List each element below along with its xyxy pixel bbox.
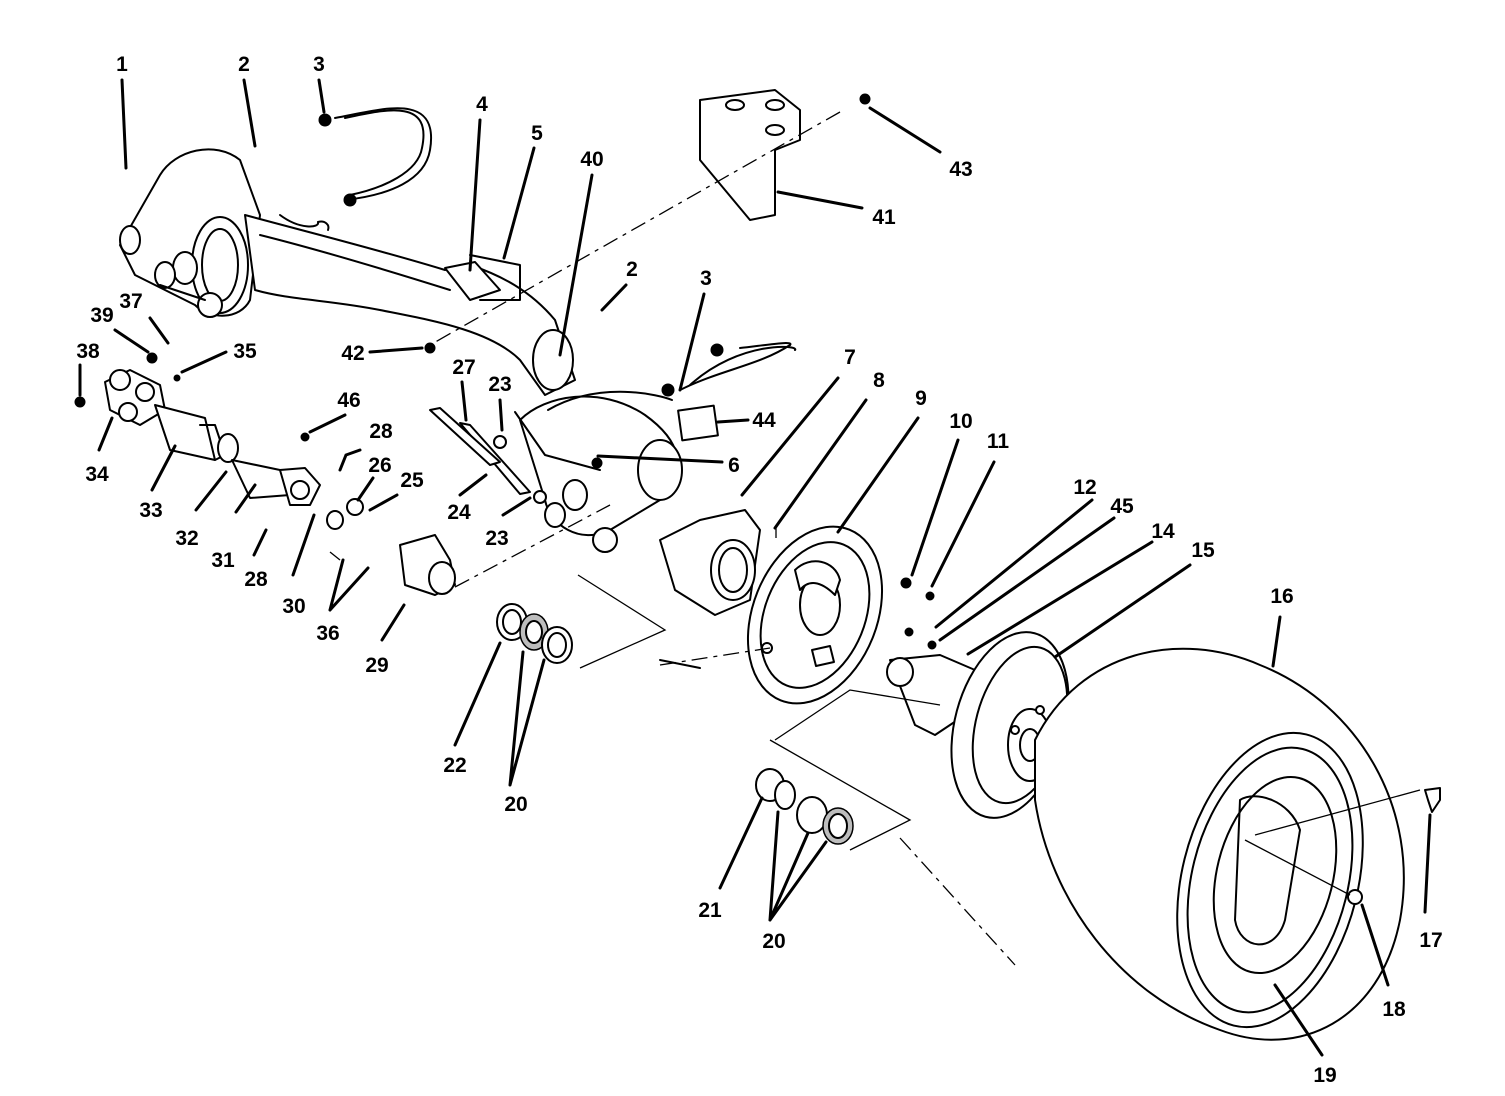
callout-38: 38: [76, 340, 100, 363]
callout-31: 31: [211, 549, 235, 572]
callout-8: 8: [873, 369, 885, 392]
callout-27: 27: [452, 356, 475, 379]
callout-39: 39: [90, 304, 113, 327]
callout-20-lower: 20: [762, 930, 785, 953]
callout-20-upper: 20: [504, 793, 527, 816]
callout-9: 9: [915, 387, 927, 410]
callout-labels: 1 2 3 4 5 40 43 41 2 3 37 39 38 35 42 27…: [76, 53, 1442, 1087]
callout-16: 16: [1270, 585, 1293, 608]
callout-17: 17: [1419, 929, 1442, 952]
callout-10: 10: [949, 410, 972, 433]
callout-37: 37: [119, 290, 142, 313]
alignment-lines: [429, 111, 1421, 966]
callout-46: 46: [337, 389, 360, 412]
callout-7: 7: [844, 346, 856, 369]
callout-11: 11: [987, 430, 1010, 453]
callout-40: 40: [580, 148, 603, 171]
callout-12: 12: [1073, 476, 1096, 499]
fasteners: [74, 93, 937, 650]
callout-29: 29: [365, 654, 388, 677]
callout-14: 14: [1151, 520, 1175, 543]
left-drive-shaft: [104, 369, 321, 506]
callout-2-upper: 2: [238, 53, 250, 76]
callout-1: 1: [116, 53, 128, 76]
callout-18: 18: [1382, 998, 1406, 1021]
callout-25: 25: [400, 469, 424, 492]
callout-28-lower: 28: [244, 568, 268, 591]
callout-35: 35: [233, 340, 257, 363]
callout-45: 45: [1110, 495, 1134, 518]
callout-28-upper: 28: [369, 420, 393, 443]
callout-36: 36: [316, 622, 339, 645]
callout-43: 43: [949, 158, 972, 181]
callout-23-upper: 23: [488, 373, 511, 396]
callout-5: 5: [531, 122, 543, 145]
callout-2-lower: 2: [626, 258, 638, 281]
callout-34: 34: [85, 463, 109, 486]
bearings-and-seals: [496, 603, 854, 845]
callout-15: 15: [1191, 539, 1215, 562]
leader-lines: [78, 78, 1432, 1057]
callout-3-upper: 3: [313, 53, 325, 76]
callout-41: 41: [872, 206, 896, 229]
callout-6: 6: [728, 454, 740, 477]
callout-22: 22: [443, 754, 466, 777]
callout-19: 19: [1313, 1064, 1336, 1087]
callout-24: 24: [447, 501, 471, 524]
callout-42: 42: [341, 342, 364, 365]
callout-30: 30: [282, 595, 305, 618]
center-parts: [326, 404, 761, 669]
callout-3-lower: 3: [700, 267, 712, 290]
callout-23-lower: 23: [485, 527, 508, 550]
brake-backing-plate: [746, 525, 884, 705]
callout-32: 32: [175, 527, 198, 550]
callout-21: 21: [698, 899, 722, 922]
callout-4: 4: [476, 93, 488, 116]
wheel-and-tire: [1034, 647, 1441, 1041]
callout-44: 44: [752, 409, 776, 432]
callout-26: 26: [368, 454, 391, 477]
callout-33: 33: [139, 499, 162, 522]
